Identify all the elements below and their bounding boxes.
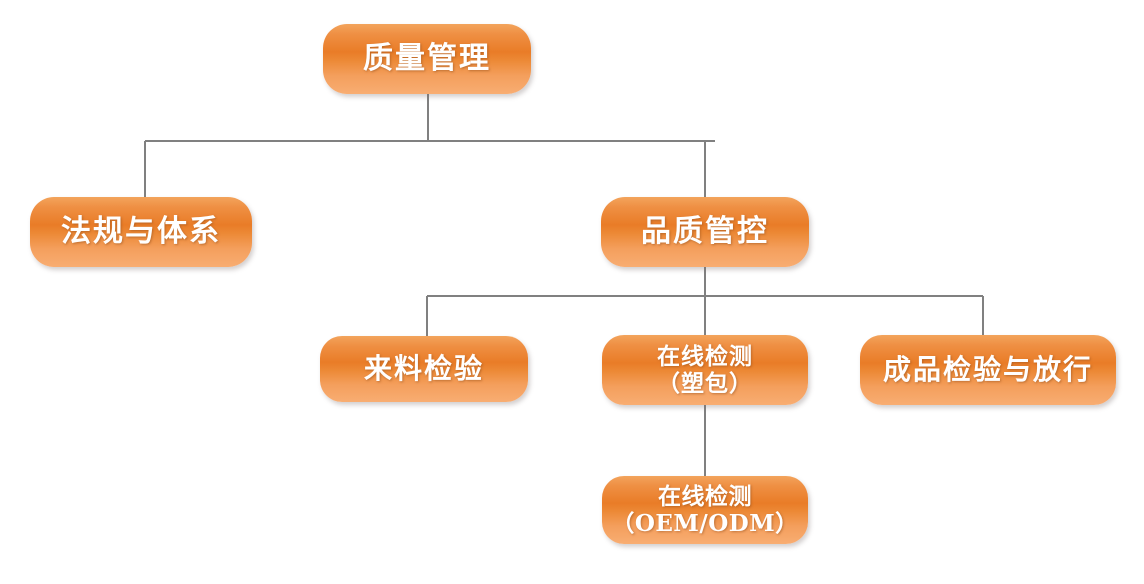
node-label: 来料检验	[363, 352, 484, 386]
node-online-inspection-oem-odm[interactable]: 在线检测 （OEM/ODM）	[602, 476, 808, 544]
node-label: 质量管理	[363, 41, 491, 77]
node-label: 品质管控	[641, 214, 769, 250]
node-online-inspection-plastic-packaging[interactable]: 在线检测 （塑包）	[602, 335, 808, 405]
node-label: 在线检测 （OEM/ODM）	[611, 482, 799, 537]
node-quality-management[interactable]: 质量管理	[323, 24, 531, 94]
node-regulation-and-system[interactable]: 法规与体系	[30, 197, 252, 267]
node-label: 法规与体系	[61, 214, 221, 250]
node-quality-control[interactable]: 品质管控	[601, 197, 809, 267]
node-label: 在线检测 （塑包）	[657, 342, 753, 397]
node-finished-goods-inspection-release[interactable]: 成品检验与放行	[860, 335, 1116, 405]
node-incoming-material-inspection[interactable]: 来料检验	[320, 336, 528, 402]
node-label: 成品检验与放行	[882, 353, 1093, 387]
